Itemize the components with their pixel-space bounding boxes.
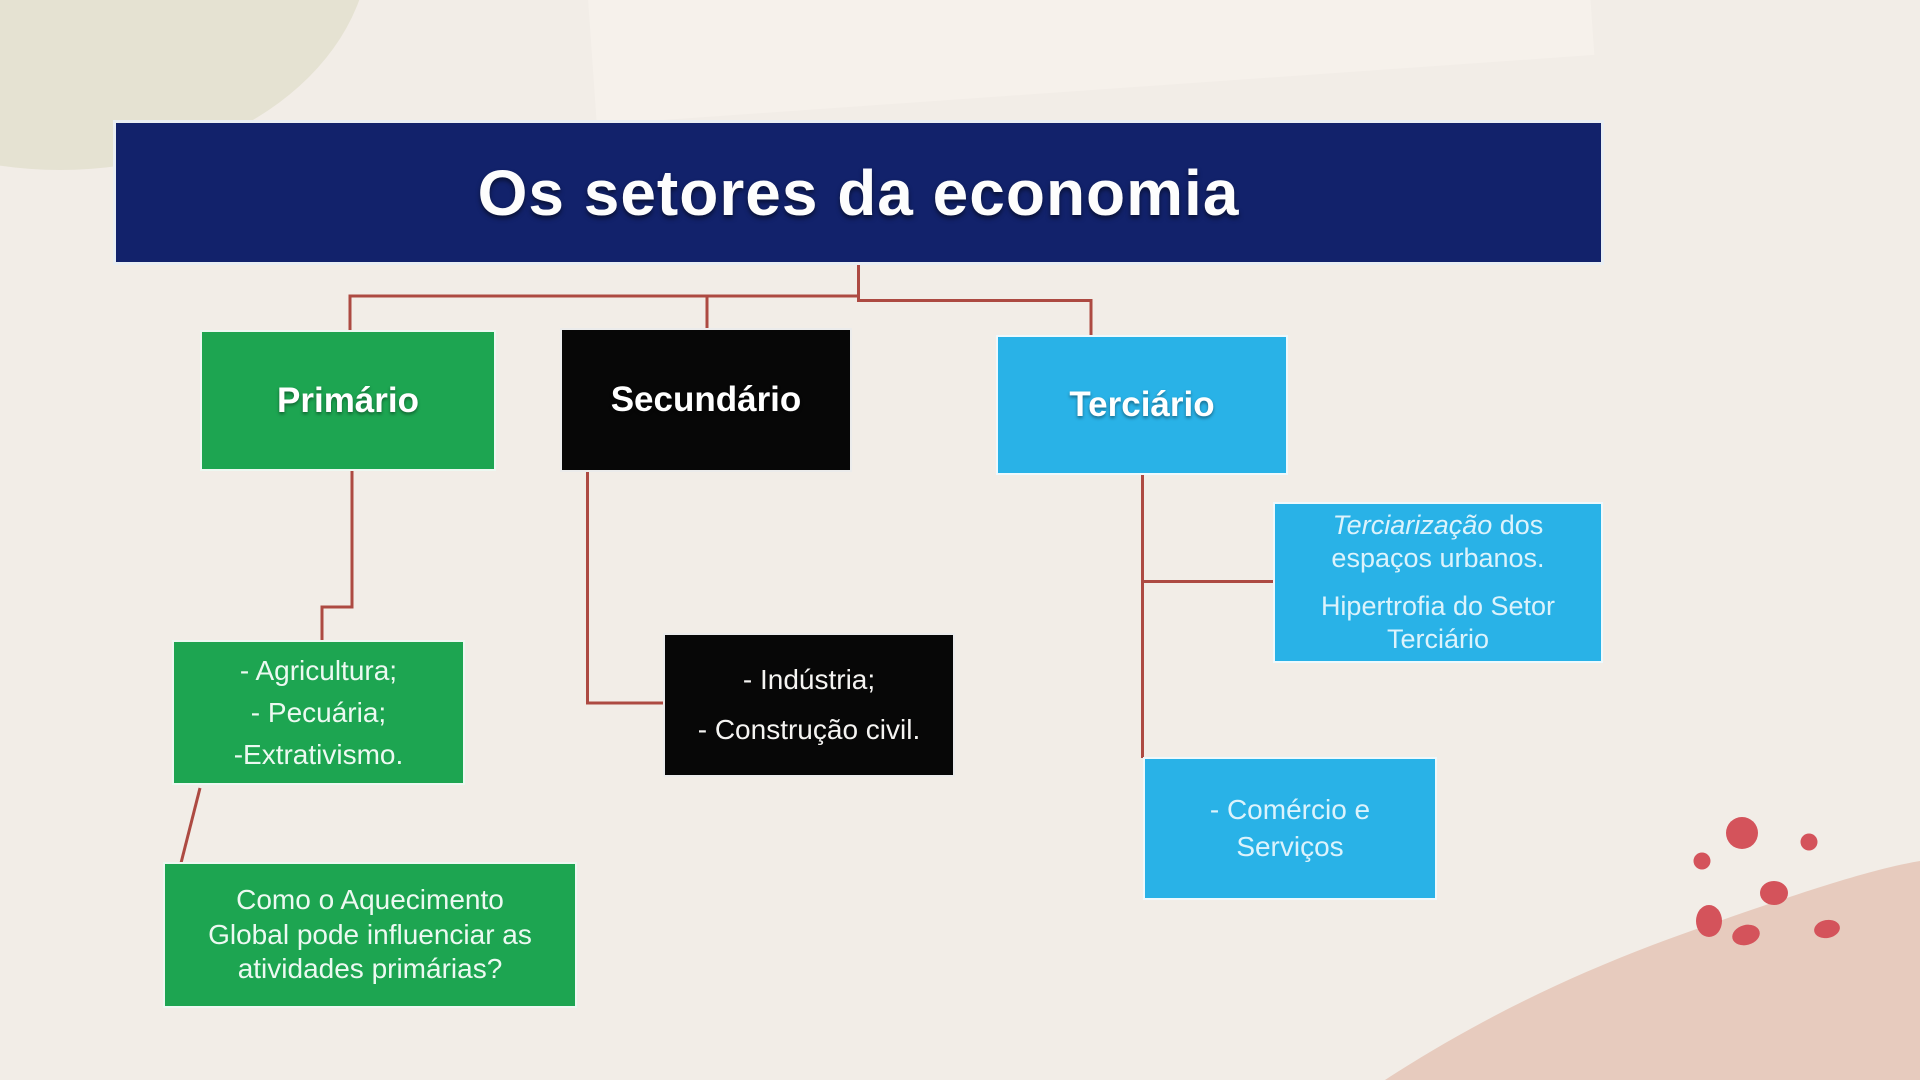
node-primario: Primário bbox=[200, 330, 496, 471]
node-primario-question: Como o Aquecimento Global pode influenci… bbox=[163, 862, 577, 1008]
note-hipertrofia: Hipertrofia do Setor Terciário bbox=[1320, 591, 1556, 654]
note-terciarizacao: Terciarização dos espaços urbanos. bbox=[1331, 510, 1545, 574]
node-terciario-activities: - Comércio e Serviços bbox=[1143, 757, 1437, 900]
blob-bottom-right bbox=[1385, 861, 1920, 1080]
activity-servicos: Serviços bbox=[1236, 830, 1344, 862]
node-terciario: Terciário bbox=[996, 335, 1288, 475]
band-top-decor bbox=[585, 0, 1595, 125]
activity-comercio: - Comércio e bbox=[1209, 794, 1371, 826]
activity-pecuaria: - Pecuária; bbox=[250, 696, 387, 728]
paint-splatter bbox=[1693, 817, 1840, 946]
activity-extrativismo: -Extrativismo. bbox=[233, 738, 404, 770]
node-primario-label: Primário bbox=[277, 380, 419, 420]
note-terciarizacao-italic: Terciarização bbox=[1332, 510, 1493, 541]
node-terciario-note: Terciarização dos espaços urbanos. Hiper… bbox=[1273, 502, 1603, 663]
activity-construcao-civil: - Construção civil. bbox=[697, 714, 921, 745]
activity-industria: - Indústria; bbox=[742, 664, 876, 695]
node-secundario: Secundário bbox=[560, 328, 852, 472]
node-secundario-activities: - Indústria; - Construção civil. bbox=[663, 633, 955, 777]
title-banner: Os setores da economia bbox=[113, 120, 1604, 265]
node-secundario-label: Secundário bbox=[610, 380, 802, 419]
activity-agricultura: - Agricultura; bbox=[239, 654, 398, 686]
node-primario-activities: - Agricultura; - Pecuária; -Extrativismo… bbox=[172, 640, 465, 785]
node-terciario-label: Terciário bbox=[1069, 385, 1215, 424]
page-title: Os setores da economia bbox=[477, 156, 1240, 229]
